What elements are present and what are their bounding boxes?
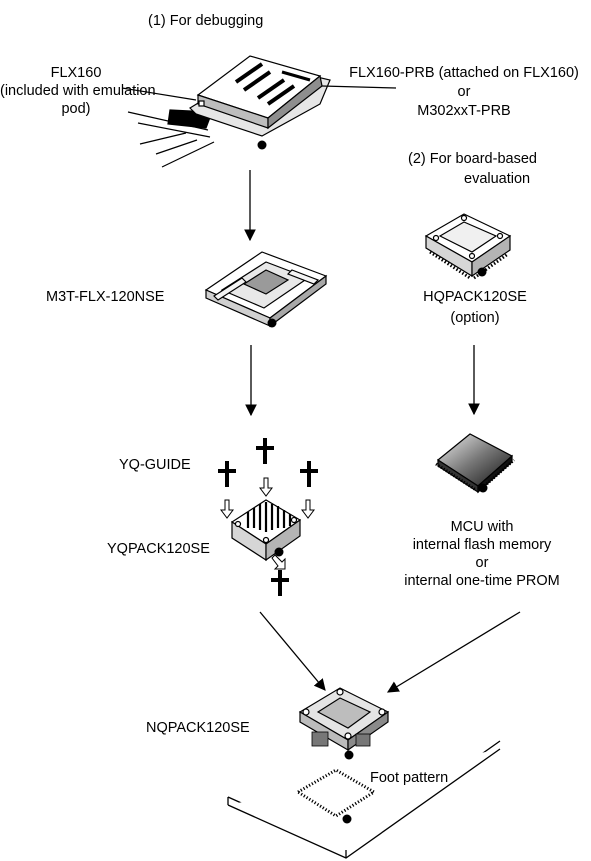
label-probe-or: or <box>457 84 471 100</box>
label-flx160: FLX160 <box>50 65 102 81</box>
flow-arrows <box>244 170 521 693</box>
heading-board-evaluation-2: evaluation <box>464 171 531 187</box>
guide-screw-icon <box>218 461 236 487</box>
label-flx160-note: pod) <box>61 101 91 117</box>
flex-cable-line <box>155 139 198 155</box>
guide-screw-icon <box>300 461 318 487</box>
pcb-board <box>227 740 501 859</box>
label-mcu-or: or <box>475 555 489 571</box>
yq-guide-screws <box>218 438 318 596</box>
guide-insert-arrows <box>220 477 315 570</box>
label-m3t-flx-120nse: M3T-FLX-120NSE <box>46 289 165 305</box>
heading-board-evaluation: (2) For board-based <box>408 151 537 167</box>
arrow-diagonal-icon <box>259 611 326 691</box>
m3t-flx-120nse-board <box>204 251 328 328</box>
label-yq-guide: YQ-GUIDE <box>119 457 191 473</box>
label-foot-pattern: Foot pattern <box>370 770 449 786</box>
flex-cable-line <box>161 141 215 168</box>
plate-slot <box>234 62 264 84</box>
heading-debugging: (1) For debugging <box>148 13 264 29</box>
foot-pattern <box>295 768 377 818</box>
label-nqpack120se: NQPACK120SE <box>146 720 250 736</box>
hollow-arrow-icon <box>220 499 234 519</box>
flx160-probe-assembly <box>121 55 397 168</box>
guide-screw-icon <box>271 570 289 596</box>
label-mcu-prom: internal one-time PROM <box>404 573 560 589</box>
arrow-diagonal-icon <box>386 611 521 693</box>
label-hqpack-option: (option) <box>450 310 500 326</box>
flex-cable-line <box>137 122 211 138</box>
pin1-dot <box>274 547 284 557</box>
guide-screw-icon <box>256 438 274 464</box>
flex-cable-line <box>139 132 187 145</box>
yqpack120se-adapter <box>230 499 302 562</box>
probe-pin <box>198 100 205 107</box>
plate-slot <box>242 70 272 92</box>
pin1-dot <box>267 318 277 328</box>
pin1-dot <box>257 140 267 150</box>
label-hqpack120se: HQPACK120SE <box>423 289 527 305</box>
hqpack120se-socket <box>424 213 512 280</box>
pin1-dot <box>344 750 354 760</box>
label-mcu-flash: internal flash memory <box>412 537 552 553</box>
hollow-arrow-icon <box>301 499 315 519</box>
label-probe-alt: M302xxT-PRB <box>417 103 511 119</box>
hollow-arrow-icon <box>259 477 273 497</box>
label-flx160-note: (included with emulation <box>0 83 156 99</box>
plate-slot <box>266 84 296 106</box>
pin1-dot <box>478 483 488 493</box>
label-mcu: MCU with <box>450 519 514 535</box>
pin1-dot <box>342 814 352 824</box>
nqpack120se-socket <box>298 687 390 752</box>
plate-slot <box>256 78 286 100</box>
plate-slot <box>281 70 311 82</box>
leader-probe <box>321 85 397 89</box>
hollow-arrow-icon <box>271 554 286 570</box>
leader-flx160 <box>121 87 197 101</box>
mcu-chip <box>435 433 515 494</box>
label-probe: FLX160-PRB (attached on FLX160) <box>349 65 579 81</box>
label-yqpack120se: YQPACK120SE <box>107 541 210 557</box>
pin1-dot <box>477 267 487 277</box>
